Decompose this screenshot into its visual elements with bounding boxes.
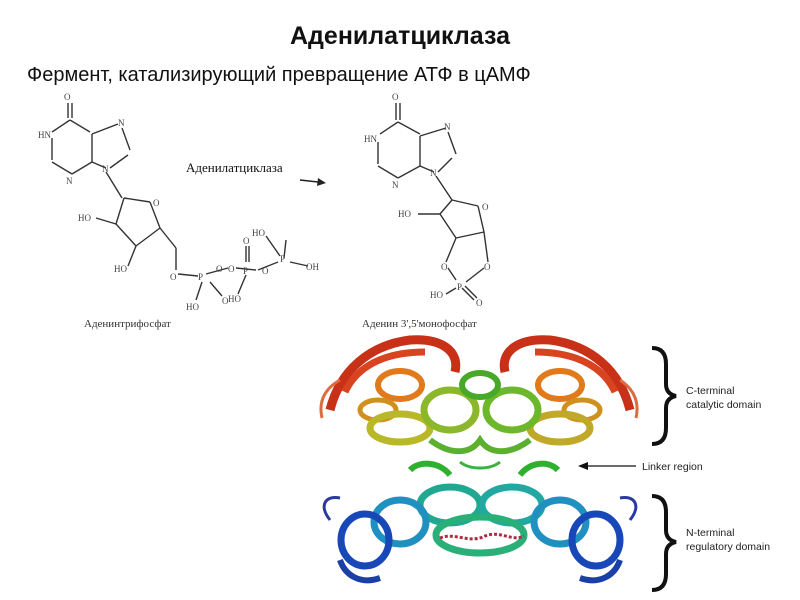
- atp-atom: P: [280, 254, 285, 264]
- atp-atom: O: [222, 296, 229, 306]
- camp-atom: O: [476, 298, 483, 308]
- page-title: Аденилатциклаза: [290, 22, 510, 50]
- camp-atom: HO: [398, 209, 411, 219]
- atp-atom: P: [198, 272, 203, 282]
- catalytic-core: [366, 370, 594, 455]
- camp-atom: HO: [430, 290, 443, 300]
- c-terminal-label-line2: catalytic domain: [686, 399, 761, 411]
- c-terminal-label-line1: C-terminal: [686, 385, 734, 397]
- n-terminal-brace: [651, 494, 677, 592]
- linker-region: [407, 460, 561, 478]
- atp-atom: N: [118, 118, 125, 128]
- camp-atom: HN: [364, 134, 377, 144]
- atp-atom: O: [153, 198, 160, 208]
- arrow-left-icon: [578, 462, 588, 470]
- atp-atom: O: [64, 92, 71, 102]
- camp-atom: N: [444, 122, 451, 132]
- atp-atom: O: [170, 272, 177, 282]
- atp-atom: O: [216, 264, 223, 274]
- atp-atom: HO: [114, 264, 127, 274]
- c-terminal-brace: [651, 346, 677, 446]
- reaction-arrow: [299, 179, 319, 183]
- camp-atom: O: [392, 92, 399, 102]
- camp-atom: O: [484, 262, 491, 272]
- atp-atom: N: [66, 176, 73, 186]
- c-terminal-domain: [319, 335, 639, 423]
- atp-atom: O: [262, 266, 269, 276]
- page-subtitle: Фермент, катализирующий превращение АТФ …: [27, 64, 531, 86]
- atp-atom: P: [243, 266, 248, 276]
- arrow-head-icon: [317, 178, 326, 186]
- n-terminal-label-line1: N-terminal: [686, 527, 734, 539]
- camp-atom: O: [441, 262, 448, 272]
- atp-atom: HO: [252, 228, 265, 238]
- atp-atom: HO: [228, 294, 241, 304]
- substrate-caption: Аденинтрифосфат: [84, 318, 171, 330]
- atp-atom: O: [243, 236, 250, 246]
- atp-atom: O: [228, 264, 235, 274]
- camp-atom: N: [392, 180, 399, 190]
- atp-atom: HO: [78, 213, 91, 223]
- product-caption: Аденин 3',5'монофосфат: [362, 318, 477, 330]
- reaction-enzyme-label: Аденилатциклаза: [186, 160, 283, 175]
- camp-atom: P: [457, 282, 462, 292]
- atp-atom: N: [102, 164, 109, 174]
- n-terminal-label-line2: regulatory domain: [686, 541, 770, 553]
- n-terminal-domain: [322, 483, 638, 584]
- atp-atom: HN: [38, 130, 51, 140]
- atp-atom: HO: [186, 302, 199, 312]
- atp-atom: OH: [306, 262, 319, 272]
- camp-atom: O: [482, 202, 489, 212]
- linker-label: Linker region: [642, 461, 703, 473]
- camp-atom: N: [430, 168, 437, 178]
